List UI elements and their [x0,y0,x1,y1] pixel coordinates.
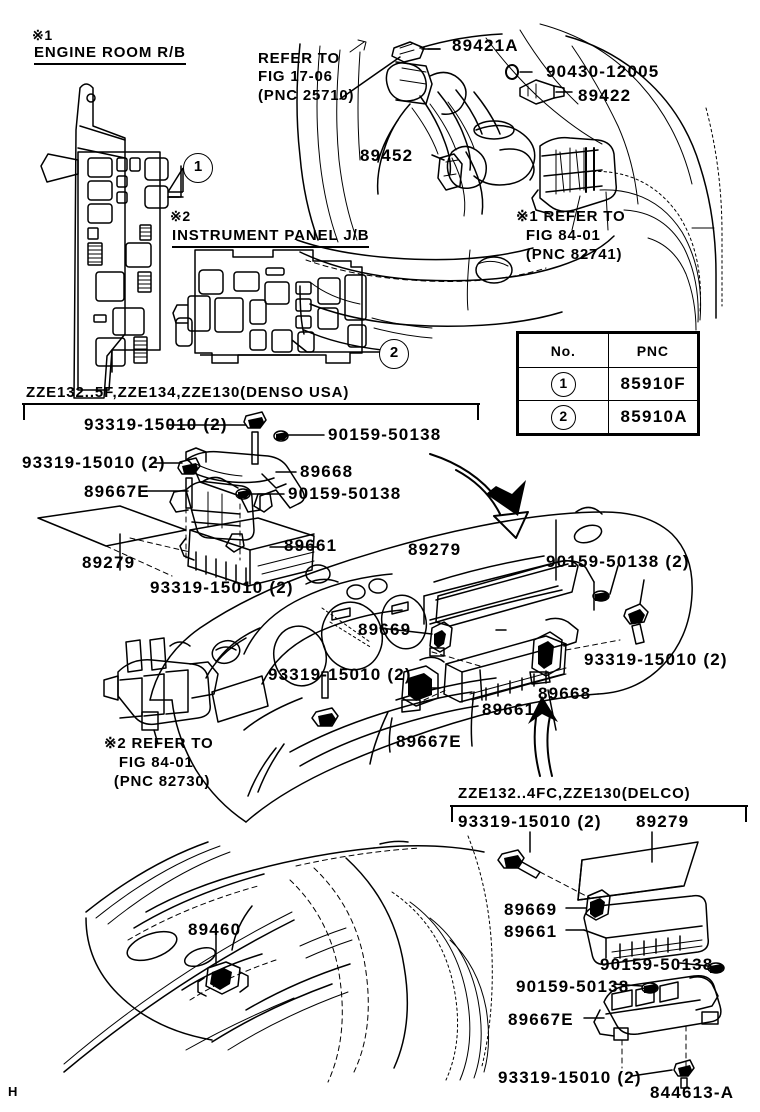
label-denso-screw-left: 93319-15010 (2) [22,453,166,472]
note2-title: INSTRUMENT PANEL J/B [172,227,370,248]
pnc-row-2-pnc: 85910A [607,400,698,434]
delco-screw-bottom [673,1059,695,1089]
delco-nut-upper [707,962,725,974]
rear-body-illustration [63,835,493,1083]
nut-right-upper [592,590,610,602]
pnc-row-2-no: 2 [518,400,609,434]
label-denso-89661: 89661 [284,536,338,555]
pnc-table: No. PNC 1 85910F 2 85910A [516,331,700,436]
delco-section-bracket [450,805,748,822]
label-denso-89669: 89669 [358,620,412,639]
label-denso-screw-dash: 93319-15010 (2) [268,665,412,684]
nut-upper [273,430,289,442]
label-denso-screw-right: 93319-15010 (2) [584,650,728,669]
pnc-row-1-pnc: 85910F [607,367,698,401]
label-denso-nut-right: 90159-50138 (2) [546,552,690,571]
denso-right-assembly [103,519,649,745]
engine-room-relay-box [40,83,184,399]
label-delco-screw-top: 93319-15010 (2) [458,812,602,831]
label-89452: 89452 [360,146,414,165]
engine-bay-illustration [296,23,723,353]
label-denso-nut-upper-right: 90159-50138 [328,425,442,444]
label-delco-89669: 89669 [504,900,558,919]
junction-unit-82730 [103,637,219,731]
pnc-row-1-no: 1 [518,367,609,401]
sheet-mark: H [8,1084,18,1099]
label-denso-89667E-right: 89667E [396,732,462,751]
dashboard-illustration [149,453,693,823]
label-delco-nut-lower: 90159-50138 [516,977,630,996]
pnc-header-pnc: PNC [607,333,698,368]
label-delco-89667E: 89667E [508,1010,574,1029]
delco-screw-top [497,849,541,879]
label-refer-fig-17-06: REFER TO FIG 17-06 (PNC 25710) [258,50,355,104]
note1-title: ENGINE ROOM R/B [34,44,186,65]
label-delco-nut-upper: 90159-50138 [600,955,714,974]
note1-mark: ※1 [32,27,53,43]
label-delco-89279: 89279 [636,812,690,831]
pnc-row-2: 2 85910A [518,400,698,434]
pnc-row-1: 1 85910F [518,367,698,401]
label-delco-screw-bottom: 93319-15010 (2) [498,1068,642,1087]
instrument-panel-jb [172,249,380,364]
delco-assembly [497,831,725,1089]
label-denso-89661-right: 89661 [482,700,536,719]
denso-left-assembly [37,411,325,587]
denso-section-title: ZZE132..5F,ZZE134,ZZE130(DENSO USA) [26,384,350,401]
screw-mid-dash [311,671,339,727]
nut-lower [235,488,251,500]
label-denso-nut-lower: 90159-50138 [288,484,402,503]
label-refer-fig-84-01-82730: ※2 REFER TO FIG 84-01 (PNC 82730) [104,735,214,790]
label-denso-screw-top: 93319-15010 (2) [84,415,228,434]
engine-room-rb-unit [531,136,618,215]
label-89460: 89460 [188,920,242,939]
screw-right [623,603,649,645]
screw-left [177,457,201,509]
delco-section-title: ZZE132..4FC,ZZE130(DELCO) [458,785,691,802]
label-denso-screw-mid: 93319-15010 (2) [150,578,294,597]
label-denso-89279-left: 89279 [82,553,136,572]
pnc-header-no: No. [518,333,609,368]
label-refer-fig-84-01-82741: ※1 REFER TO FIG 84-01 (PNC 82741) [516,208,626,263]
label-89421A: 89421A [452,36,519,55]
callout-2[interactable]: 2 [379,339,409,369]
label-delco-89661: 89661 [504,922,558,941]
label-denso-89279-right: 89279 [408,540,462,559]
note2-mark: ※2 [170,208,191,224]
callout-1[interactable]: 1 [183,153,213,183]
screw-top [243,411,267,465]
label-90430-12005: 90430-12005 [546,62,660,81]
label-denso-89668-right: 89668 [538,684,592,703]
figure-number: 844613-A [650,1083,735,1102]
denso-section-bracket [22,403,480,420]
label-denso-89668: 89668 [300,462,354,481]
label-denso-89667E: 89667E [84,482,150,501]
leader-refer1706 [339,56,401,100]
label-89422: 89422 [578,86,632,105]
